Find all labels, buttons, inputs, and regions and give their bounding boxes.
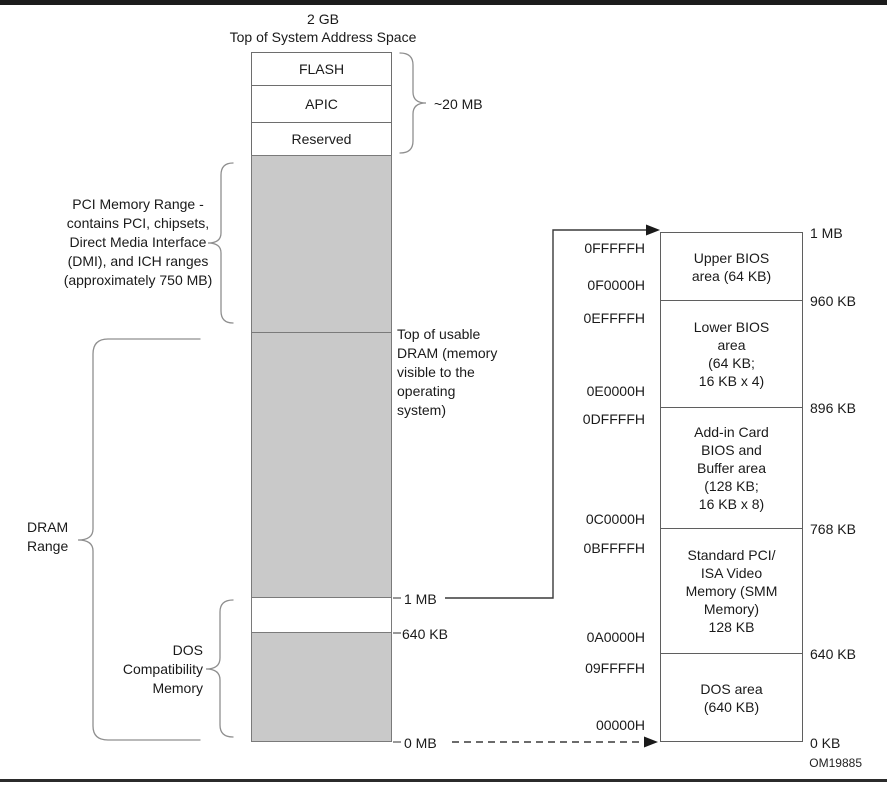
detail-map: Upper BIOS area (64 KB) Lower BIOS area … [660, 232, 803, 742]
one-mb-label: 1 MB [404, 591, 437, 607]
hex-label-0c0000h: 0C0000H [585, 511, 645, 527]
size-label-640kb: 640 KB [810, 646, 856, 662]
dos-compat-label: DOS Compatibility Memory [122, 642, 203, 696]
flash-box: FLASH [251, 52, 392, 86]
dos-area-row: DOS area (640 KB) [700, 680, 763, 715]
lower-bios-row: Lower BIOS area (64 KB; 16 KB x 4) [661, 301, 802, 408]
dos-compat-brace [205, 599, 234, 738]
title-address-space: Top of System Address Space [229, 29, 417, 45]
pci-isa-video-row: Standard PCI/ ISA Video Memory (SMM Memo… [661, 529, 802, 654]
size-label-0kb: 0 KB [810, 735, 841, 751]
hex-label-09ffffh: 09FFFFH [585, 660, 645, 676]
twenty-mb-brace [399, 52, 427, 154]
size-label-1mb: 1 MB [810, 225, 843, 241]
zero-mb-arrowhead-icon [644, 736, 658, 748]
pci-memory-region [252, 156, 391, 332]
top-stack: FLASH APIC Reserved [251, 52, 392, 156]
figure-id: OM19885 [809, 756, 862, 770]
hex-label-0dffffh: 0DFFFFH [582, 411, 645, 427]
pci-range-label: PCI Memory Range - contains PCI, chipset… [63, 196, 213, 288]
kb-640-label: 640 KB [402, 626, 448, 642]
figure-title: 2 GB Top of System Address Space [175, 10, 471, 46]
upper-bios-row: Upper BIOS area (64 KB) [661, 233, 802, 301]
dram-range-label: DRAM Range [27, 519, 69, 554]
one-mb-arrowhead-icon [646, 224, 660, 236]
apic-box: APIC [251, 85, 392, 123]
memory-column [251, 155, 392, 742]
hex-label-0f0000h: 0F0000H [587, 277, 645, 293]
usable-dram-region [252, 332, 391, 597]
upper-memory-gap-region [252, 597, 391, 632]
size-label-896kb: 896 KB [810, 400, 856, 416]
title-2gb: 2 GB [307, 11, 339, 27]
size-label-960kb: 960 KB [810, 293, 856, 309]
hex-label-0e0000h: 0E0000H [586, 383, 645, 399]
hex-label-0a0000h: 0A0000H [586, 629, 645, 645]
top-of-dram-label: Top of usable DRAM (memory visible to th… [397, 326, 498, 418]
bottom-rule [0, 779, 887, 782]
zero-mb-label: 0 MB [404, 735, 437, 751]
hex-label-0effffh: 0EFFFFH [583, 310, 645, 326]
hex-label-0fffffh: 0FFFFFH [584, 240, 645, 256]
size-label-768kb: 768 KB [810, 521, 856, 537]
addin-card-bios-row: Add-in Card BIOS and Buffer area (128 KB… [661, 408, 802, 529]
top-rule [0, 0, 887, 5]
hex-label-00000h: 00000H [595, 717, 645, 733]
dos-memory-region [252, 632, 391, 741]
hex-label-0bffffh: 0BFFFFH [583, 540, 645, 556]
twenty-mb-label: ~20 MB [434, 96, 483, 112]
reserved-box: Reserved [251, 122, 392, 156]
